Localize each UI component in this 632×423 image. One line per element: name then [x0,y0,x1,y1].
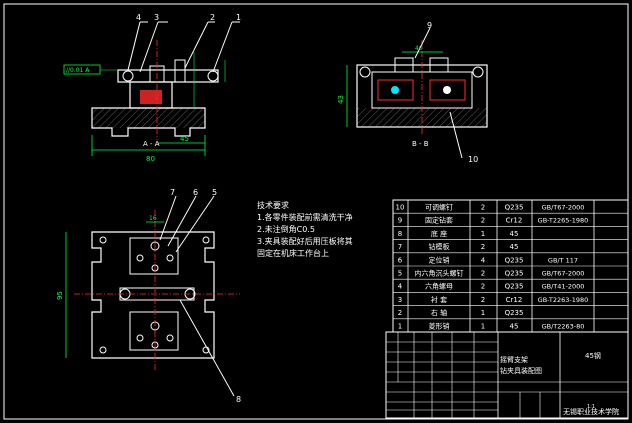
bom-cell-std: GB/T2263-80 [542,322,585,330]
bom-cell-qty: 2 [481,283,485,291]
front-balloon-4: 4 [136,13,141,22]
plan-balloon-7: 7 [170,188,175,197]
notes-title: 技术要求 [257,201,289,210]
side-dim-top: 40 [415,45,423,52]
bom-cell-qty: 2 [481,204,485,212]
bom-cell-mat: Q235 [505,283,524,291]
bom-cell-name: 可调螺钉 [425,203,453,212]
notes-item-4: 固定在机床工作台上 [257,249,329,258]
title-school: 无锡职业技术学院 [563,407,619,416]
bom-cell-std: GB-T2265-1980 [538,217,589,225]
side-dim-left: 43 [337,95,345,104]
bom-cell-no: 6 [398,256,403,264]
bom-cell-no: 7 [398,243,402,251]
side-balloon-9: 9 [427,21,432,30]
bom-cell-no: 5 [398,270,402,278]
bom-cell-no: 3 [398,296,402,304]
bom-cell-name: 底 座 [431,229,447,238]
bom-cell-std: GB/T41-2000 [542,283,585,291]
bom-cell-qty: 1 [481,309,485,317]
bom-cell-name: 固定钻套 [425,216,453,225]
plan-dim-top: 16 [149,215,157,222]
tolerance-frame [63,64,101,75]
bom-cell-qty: 2 [481,217,485,225]
notes-item-3: 3.夹具装配好后用压板将其 [257,237,353,246]
bom-cell-qty: 1 [481,322,485,330]
bom-cell-mat: Q235 [505,256,524,264]
plan-balloon-8: 8 [236,395,241,404]
bom-cell-name: 菱形销 [429,321,450,330]
plan-dim-left: 95 [56,291,64,300]
bom-cell-name: 钻模板 [429,242,450,251]
bom-cell-mat: 45 [510,230,519,238]
title-drawing-subtitle: 钻夹具装配图 [500,366,542,375]
front-balloon-2: 2 [210,13,215,22]
title-material: 45钢 [585,351,601,360]
side-view [346,27,488,159]
bom-cell-no: 4 [398,283,403,291]
notes-item-2: 2.未注倒角C0.5 [257,225,315,234]
front-dim-45: 45 [180,135,189,143]
bom-cell-no: 2 [398,309,402,317]
front-balloon-1: 1 [236,13,241,22]
bom-cell-mat: Cr12 [506,296,523,304]
front-section-label: A - A [143,140,160,148]
bom-cell-mat: Q235 [505,204,524,212]
bom-cell-qty: 2 [481,270,485,278]
bom-cell-mat: 45 [510,243,519,251]
bom-cell-qty: 2 [481,243,485,251]
technical-notes: 技术要求 1.各零件装配前需清洗干净 2.未注倒角C0.5 3.夹具装配好后用压… [257,200,353,260]
front-tolerance-text: //0.01 A [66,67,90,74]
bom-cell-qty: 4 [481,256,486,264]
bom-cell-name: 六角螺母 [425,282,453,291]
side-balloon-10: 10 [468,155,478,164]
bom-cell-name: 右 轴 [431,308,447,317]
plan-balloon-6: 6 [193,188,198,197]
plan-balloon-5: 5 [212,188,217,197]
notes-item-1: 1.各零件装配前需清洗干净 [257,213,353,222]
bom-cell-qty: 1 [481,230,485,238]
bom-cell-qty: 2 [481,296,485,304]
bom-cell-no: 1 [398,322,402,330]
front-dim-80: 80 [146,155,155,163]
bom-cell-no: 10 [396,204,405,212]
bom-cell-name: 衬 套 [431,295,447,304]
plan-view [65,195,240,397]
front-view [63,21,240,156]
bom-cell-std: GB/T 117 [548,256,578,264]
title-block [385,331,629,419]
front-balloon-3: 3 [154,13,159,22]
bom-cell-std: GB-T2263-1980 [538,296,589,304]
bom-cell-mat: Cr12 [506,217,523,225]
bom-cell-name: 定位销 [429,255,450,264]
bom-cell-std: GB/T67-2000 [542,204,585,212]
bom-cell-no: 8 [398,230,402,238]
bom-cell-mat: 45 [510,322,519,330]
title-scale: 1:1 [587,404,595,410]
bom-cell-name: 内六角沉头螺钉 [415,269,464,278]
side-section-label: B - B [412,140,429,148]
title-drawing-name: 摇臂支架 [500,355,528,364]
bom-cell-mat: Q235 [505,270,524,278]
bom-cell-no: 9 [398,217,402,225]
bom-cell-std: GB/T67-2000 [542,270,585,278]
bom-cell-mat: Q235 [505,309,524,317]
